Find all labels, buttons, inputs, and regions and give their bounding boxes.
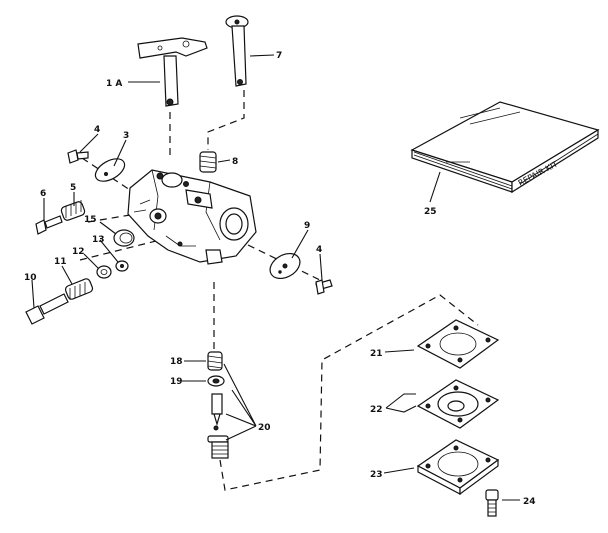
callout-5: 5 (70, 183, 76, 193)
screw-right (315, 279, 333, 295)
callout-23: 23 (370, 470, 383, 480)
spring-part-11 (64, 278, 94, 300)
callout-12: 12 (72, 247, 85, 257)
carburetor-body (127, 169, 257, 265)
callout-13: 13 (92, 235, 105, 245)
callout-18: 18 (170, 357, 183, 367)
callout-1a: 1 A (106, 79, 122, 89)
spring-part-8 (199, 151, 217, 173)
spring-part-18 (207, 351, 223, 371)
callout-7: 7 (276, 51, 282, 61)
callout-24: 24 (523, 497, 536, 507)
callout-3: 3 (123, 131, 129, 141)
screw-top-left (67, 149, 89, 164)
screw-part-24 (485, 489, 499, 517)
callout-4-top: 4 (94, 125, 100, 135)
callout-10: 10 (24, 273, 37, 283)
throttle-shaft-lever (137, 37, 208, 107)
assembly-line-pump (219, 294, 479, 491)
o-ring-part-12 (96, 265, 112, 279)
leader-lines (31, 54, 520, 501)
assembly-line-idle (79, 239, 161, 261)
callout-21: 21 (370, 349, 383, 359)
screw-part-6 (35, 215, 63, 235)
repair-kit-book: REPAIR KIT (410, 101, 600, 194)
pump-cover-part-23 (416, 439, 500, 496)
callout-8: 8 (232, 157, 238, 167)
gasket-part-21 (416, 319, 500, 369)
diaphragm-part-22 (416, 379, 500, 429)
seal-part-15 (113, 229, 135, 247)
callout-22: 22 (370, 405, 383, 415)
callout-4-right: 4 (316, 245, 322, 255)
callout-6: 6 (40, 189, 46, 199)
callout-19: 19 (170, 377, 183, 387)
spring-part-5 (60, 200, 86, 221)
callout-25: 25 (424, 207, 437, 217)
throttle-plate (94, 158, 126, 182)
washer-part-19 (207, 375, 225, 387)
fitting-part-20 (207, 435, 229, 459)
callout-15: 15 (84, 215, 97, 225)
needle-screw-part-10 (25, 293, 69, 325)
callout-9: 9 (304, 221, 310, 231)
plate-part-9 (269, 252, 301, 280)
assembly-line-choke (207, 90, 245, 150)
washer-part-13 (115, 260, 129, 272)
callout-11: 11 (54, 257, 67, 267)
choke-shaft (225, 15, 249, 87)
callout-20: 20 (258, 423, 271, 433)
needle-part-20 (211, 393, 223, 431)
